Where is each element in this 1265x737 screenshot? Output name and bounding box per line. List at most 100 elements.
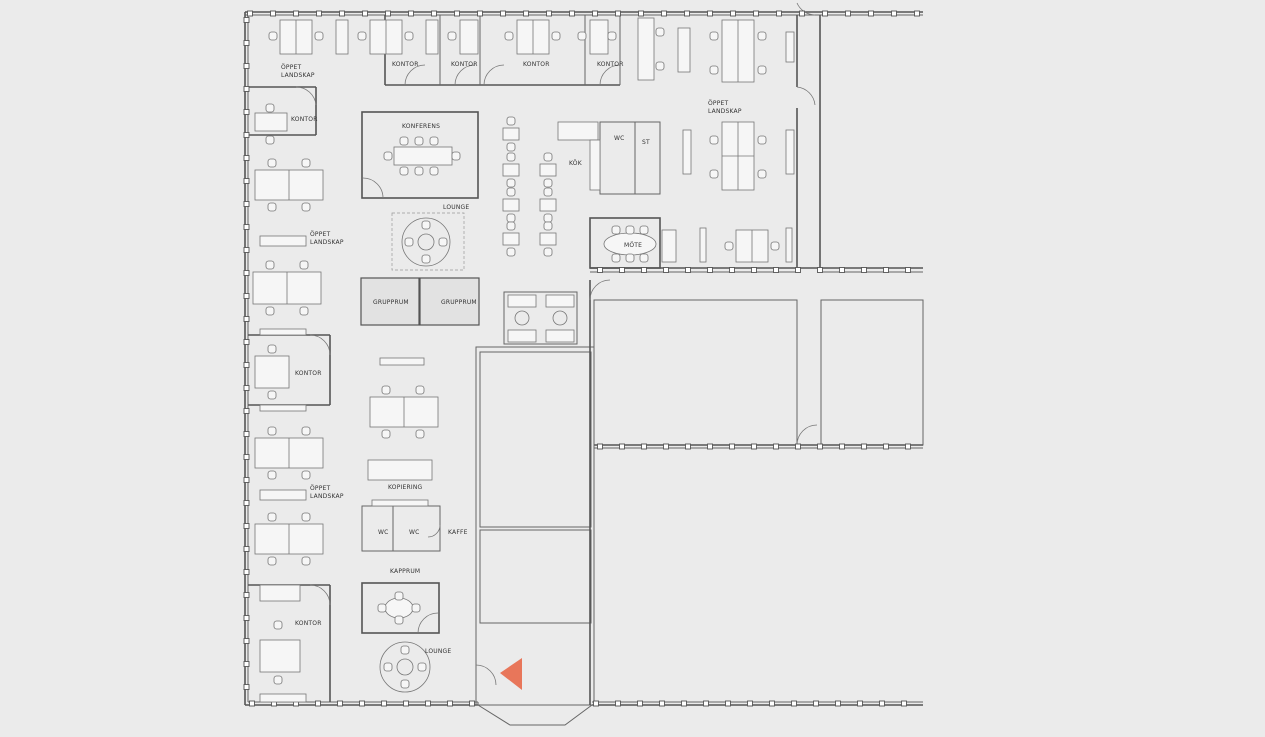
label-kontor-1: KONTOR [392,61,419,68]
pillar [857,700,863,707]
pillar [905,267,911,273]
pillar [839,267,845,273]
pillar [799,10,805,17]
pillar [477,10,483,17]
pillar [753,10,759,17]
chair [770,241,780,251]
chair [506,152,516,162]
label-kok: KÖK [569,160,583,167]
label-lounge-2: LOUNGE [425,648,451,655]
label-mote: MÖTE [624,242,642,249]
pillar [243,132,250,138]
chair [267,202,277,212]
label-wc-2: WC [378,529,389,536]
label-line: LANDSKAP [310,493,344,500]
pillar [615,10,621,17]
pillar [776,10,782,17]
label-line: LANDSKAP [281,72,315,79]
pillar [861,267,867,273]
pillar [359,700,365,707]
chair [543,187,553,197]
chair [400,679,410,689]
chair [757,31,767,41]
pillar [663,443,669,450]
pillar [243,270,250,276]
chair [655,61,665,71]
label-kontor-5: KONTOR [291,116,318,123]
pillar [661,10,667,17]
chair [421,220,431,230]
chair [394,615,404,625]
pillar [773,267,779,273]
label-line: ÖPPET [310,485,331,492]
chair [383,151,393,161]
chair [301,202,311,212]
position-triangle-icon [500,658,522,690]
label-kontor-2: KONTOR [451,61,478,68]
pillar [243,201,250,207]
label-wc-3: WC [409,529,420,536]
pillar [243,385,250,391]
pillar [243,247,250,253]
furniture [252,17,795,703]
pillar [454,10,460,17]
chair [301,512,311,522]
chair [357,31,367,41]
pillar [385,10,391,17]
chair [543,247,553,257]
pillar [685,443,691,450]
label-konferens: KONFERENS [402,123,440,130]
chair [404,31,414,41]
pillar [725,700,731,707]
chair [265,306,275,316]
pillar [243,339,250,345]
chair [506,247,516,257]
pillar [641,267,647,273]
pillar [425,700,431,707]
chair [506,142,516,152]
label-lounge-1: LOUNGE [443,204,469,211]
chair [265,260,275,270]
pillar [637,700,643,707]
pillar [243,569,250,575]
pillar [684,10,690,17]
label-kaffe: KAFFE [448,529,468,536]
pillar [362,10,368,17]
pillar [243,408,250,414]
pillar [619,267,625,273]
label-line: ÖPPET [310,231,331,238]
chair [757,65,767,75]
pillar [883,443,889,450]
chair [377,603,387,613]
pillar [243,615,250,621]
chair [301,158,311,168]
chair [543,178,553,188]
pillar [883,267,889,273]
chair [267,426,277,436]
pillar [729,443,735,450]
pillar [339,10,345,17]
pillar [751,443,757,450]
chair [421,254,431,264]
pillar [243,500,250,506]
chair [447,31,457,41]
chair [429,166,439,176]
label-kapprum: KAPPRUM [390,568,420,575]
pillar [773,443,779,450]
chair [400,645,410,655]
chair [506,221,516,231]
pillar [597,443,603,450]
doors [295,2,818,686]
chair [625,253,635,263]
pillar [593,700,599,707]
pillar [619,443,625,450]
chair [273,675,283,685]
pillar [769,700,775,707]
pillar [703,700,709,707]
chair [314,31,324,41]
pillar [795,267,801,273]
pillar [822,10,828,17]
chair [625,225,635,235]
chair [265,103,275,113]
pillar [839,443,845,450]
